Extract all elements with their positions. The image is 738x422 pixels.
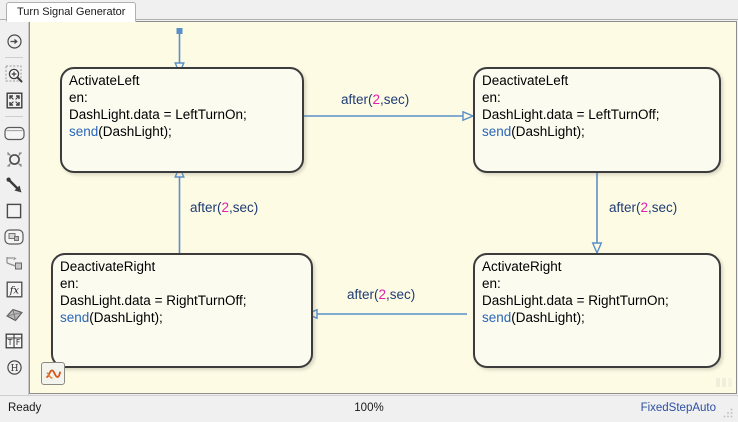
simulink-function-icon[interactable] [0, 302, 28, 328]
simulink-state-icon[interactable] [0, 224, 28, 250]
state-deactivate-left[interactable]: DeactivateLeft en: DashLight.data = Left… [473, 67, 721, 173]
label-suffix: ,sec) [386, 287, 416, 302]
connector-activateleft-to-deactivateleft [304, 110, 475, 122]
connector-deactivateright-to-activateleft [174, 165, 185, 260]
state-line-en: en: [482, 90, 501, 105]
state-title: DeactivateRight [60, 259, 156, 274]
keyword-send: send [482, 310, 512, 325]
state-line-en: en: [482, 276, 501, 291]
zoom-in-icon[interactable] [0, 61, 28, 87]
label-suffix: ,sec) [380, 92, 410, 107]
state-line-send: send(DashLight); [482, 123, 715, 140]
label-suffix: ,sec) [229, 200, 259, 215]
keyword-send: send [482, 124, 512, 139]
connector-deactivateleft-to-activateright [591, 164, 603, 255]
label-value: 2 [640, 200, 649, 215]
history-junction-icon[interactable]: H [0, 354, 28, 380]
send-args: (DashLight); [89, 310, 163, 325]
state-activate-left[interactable]: ActivateLeft en: DashLight.data = LeftTu… [60, 67, 304, 173]
state-deactivate-left-text: DeactivateLeft en: DashLight.data = Left… [482, 72, 715, 140]
label-prefix: after( [341, 92, 373, 107]
state-activate-left-text: ActivateLeft en: DashLight.data = LeftTu… [69, 72, 298, 140]
label-value: 2 [221, 200, 230, 215]
keyword-send: send [69, 124, 99, 139]
state-activate-right-text: ActivateRight en: DashLight.data = Right… [482, 258, 715, 326]
state-deactivate-right[interactable]: DeactivateRight en: DashLight.data = Rig… [51, 253, 313, 368]
transition-label-activateright-to-deactivateright[interactable]: after(2,sec) [347, 287, 415, 302]
toolbar-separator-1 [5, 57, 23, 58]
label-value: 2 [378, 287, 387, 302]
send-args: (DashLight); [98, 124, 172, 139]
state-deactivate-right-text: DeactivateRight en: DashLight.data = Rig… [60, 258, 307, 326]
state-title: ActivateRight [482, 259, 562, 274]
truth-table-icon[interactable]: T F [0, 328, 28, 354]
left-toolbar: fx T F H [0, 20, 29, 395]
state-line-send: send(DashLight); [482, 309, 715, 326]
status-solver-link[interactable]: FixedStepAuto [640, 402, 716, 414]
canvas-resize-grip[interactable] [715, 377, 733, 390]
state-activate-right[interactable]: ActivateRight en: DashLight.data = Right… [473, 253, 721, 368]
toolbar-separator-2 [5, 116, 23, 117]
state-line-en: en: [69, 90, 88, 105]
state-line-action: DashLight.data = LeftTurnOn; [69, 107, 247, 122]
matlab-function-icon[interactable]: fx [0, 276, 28, 302]
send-args: (DashLight); [511, 310, 585, 325]
chart-canvas[interactable]: ActivateLeft en: DashLight.data = LeftTu… [29, 21, 737, 394]
state-line-send: send(DashLight); [60, 309, 307, 326]
state-line-action: DashLight.data = RightTurnOn; [482, 293, 669, 308]
send-args: (DashLight); [511, 124, 585, 139]
simulink-logo-icon[interactable] [41, 362, 65, 385]
state-line-send: send(DashLight); [69, 123, 298, 140]
state-title: ActivateLeft [69, 73, 140, 88]
state-line-action: DashLight.data = LeftTurnOff; [482, 107, 660, 122]
transition-label-deactivateright-to-activateleft[interactable]: after(2,sec) [190, 200, 258, 215]
label-value: 2 [372, 92, 381, 107]
box-icon[interactable] [0, 198, 28, 224]
tab-turn-signal-generator[interactable]: Turn Signal Generator [6, 2, 137, 22]
svg-text:fx: fx [8, 285, 19, 296]
graphical-function-icon[interactable] [0, 250, 28, 276]
window-resize-grip[interactable] [722, 407, 734, 419]
svg-text:F: F [16, 338, 20, 347]
svg-text:H: H [10, 364, 18, 374]
label-prefix: after( [347, 287, 379, 302]
label-prefix: after( [609, 200, 641, 215]
status-zoom-level[interactable]: 100% [354, 402, 384, 414]
junction-icon[interactable] [0, 146, 28, 172]
label-prefix: after( [190, 200, 222, 215]
chart-canvas-inner: ActivateLeft en: DashLight.data = LeftTu… [30, 22, 736, 393]
status-ready-text: Ready [8, 402, 42, 414]
state-line-en: en: [60, 276, 79, 291]
transition-label-activateleft-to-deactivateleft[interactable]: after(2,sec) [341, 92, 409, 107]
status-bar: Ready 100% FixedStepAuto [0, 395, 738, 422]
svg-text:T: T [7, 338, 13, 347]
explore-arrow-icon[interactable] [0, 28, 28, 54]
state-title: DeactivateLeft [482, 73, 569, 88]
connector-activateright-to-deactivateright [305, 308, 467, 320]
keyword-send: send [60, 310, 90, 325]
default-transition-icon[interactable] [0, 172, 28, 198]
transition-label-deactivateleft-to-activateright[interactable]: after(2,sec) [609, 200, 677, 215]
state-icon[interactable] [0, 120, 28, 146]
state-line-action: DashLight.data = RightTurnOff; [60, 293, 247, 308]
label-suffix: ,sec) [648, 200, 678, 215]
tab-strip: Turn Signal Generator [0, 0, 738, 22]
fit-to-view-icon[interactable] [0, 87, 28, 113]
